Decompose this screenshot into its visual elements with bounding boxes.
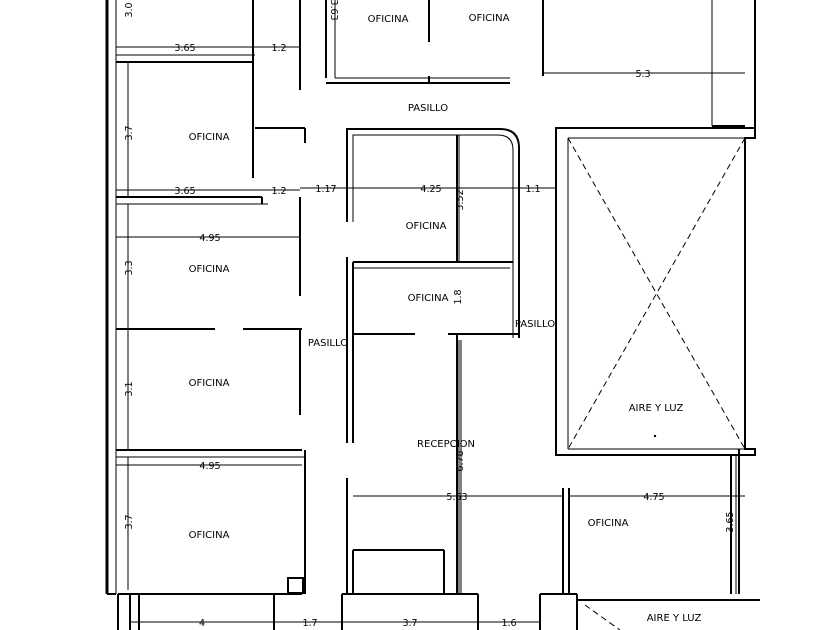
dimension-label: 4.25 [420,184,441,195]
dimension-label: 3.1 [124,381,135,396]
room-label: OFICINA [469,13,510,24]
dimension-label: 3.63 [328,0,339,21]
room-labels: OFICINA OFICINA PASILLO OFICINA OFICINA … [189,13,702,624]
walls-center-block [346,128,520,594]
light-well-2-cross [584,604,621,630]
dimension-label: 3.7 [124,125,135,140]
dimension-label: 1.2 [271,186,286,197]
room-label: OFICINA [189,378,230,389]
dimension-label: 5.63 [446,492,467,503]
column-marker [287,577,304,594]
dimension-label: 1.7 [302,618,317,629]
room-label: AIRE Y LUZ [647,613,702,624]
dimension-label: 3.7 [124,514,135,529]
room-label: OFICINA [189,132,230,143]
light-well-dot [653,434,657,438]
dimension-label: 3.65 [174,186,195,197]
room-label: RECEPCION [417,439,475,450]
room-label: AIRE Y LUZ [629,403,684,414]
walls-top-center [325,0,544,84]
dimension-label: 1.1 [525,184,540,195]
walls-left-middle [116,197,306,594]
dimension-label: 3.52 [455,189,466,210]
dimension-label: 1.8 [453,289,464,304]
dimension-label: 6.78 [455,450,466,471]
outer-walls [105,0,756,595]
center-block-inner [352,134,514,338]
walls-bottom [117,449,740,630]
room-label: OFICINA [406,221,447,232]
room-label: PASILLO [308,338,348,349]
dimension-label: 4.95 [199,233,220,244]
dimension-label: 4 [199,618,205,629]
dimension-label: 3.65 [725,511,736,532]
dimension-label: 3.7 [402,618,417,629]
dimension-label: 1.6 [501,618,516,629]
dimension-label: 1.17 [315,184,336,195]
dimension-label: 3.3 [124,260,135,275]
dimension-label: 4.75 [643,492,664,503]
dimension-labels: 3.0 3.65 1.2 3.63 5.3 3.7 3.65 1.2 1.17 … [124,0,736,629]
center-block-outer [346,128,520,338]
light-well [555,127,760,630]
dimension-lines [116,0,745,623]
dimension-label: 5.3 [635,69,650,80]
dimension-label: 3.65 [174,43,195,54]
dimension-label: 3.0 [124,2,135,17]
room-label: OFICINA [368,14,409,25]
room-label: PASILLO [408,103,448,114]
room-label: OFICINA [189,530,230,541]
room-label: OFICINA [588,518,629,529]
room-label: OFICINA [408,293,449,304]
dimension-label: 1.2 [271,43,286,54]
dimension-label: 4.95 [199,461,220,472]
room-label: OFICINA [189,264,230,275]
room-label: PASILLO [515,319,555,330]
walls-top-left [116,0,306,205]
